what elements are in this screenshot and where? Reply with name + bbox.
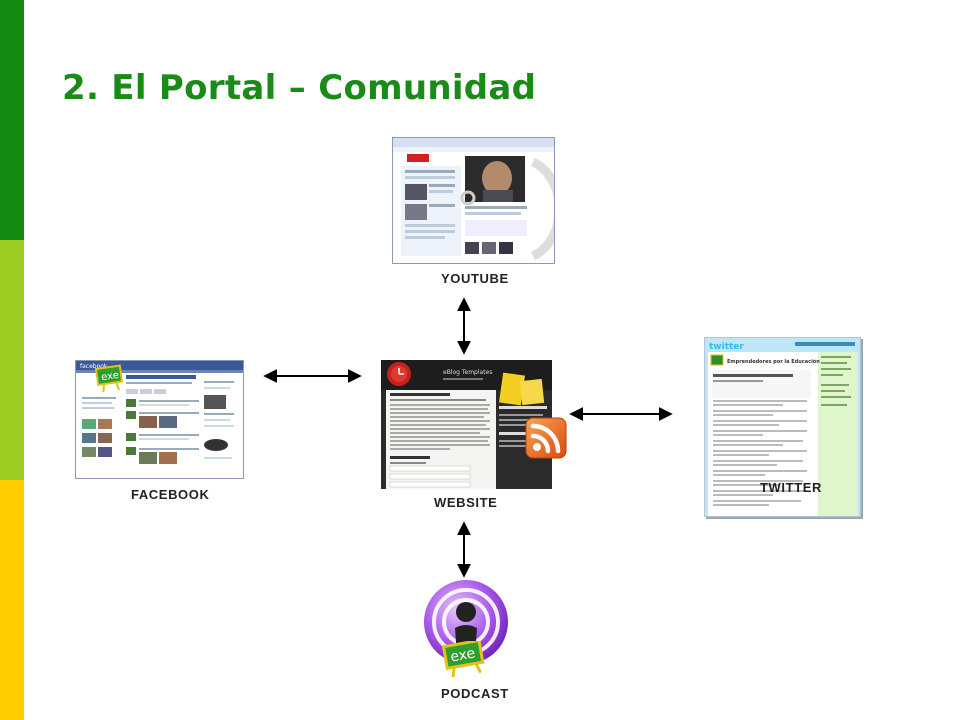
facebook-header-text: facebook [80,363,108,370]
facebook-badge-text: exe [101,370,120,383]
facebook-screenshot: facebook exe [75,360,244,479]
website-label: WEBSITE [434,495,498,510]
accent-stripe-dark-green [0,0,24,240]
twitter-screenshot: twitter Emprendedores por la Educación [704,337,861,517]
facebook-label: FACEBOOK [131,487,210,502]
youtube-screenshot [392,137,555,264]
slide-title: 2. El Portal – Comunidad [62,68,537,108]
twitter-account-name: Emprendedores por la Educación [727,358,820,365]
twitter-logo-text: twitter [709,342,744,352]
website-screenshot: eBlog Templates [381,360,552,489]
website-header-text: eBlog Templates [443,369,492,376]
twitter-label: TWITTER [760,480,822,495]
podcast-badge-text: exe [449,645,476,665]
exe-badge-icon: exe [442,641,485,677]
youtube-label: YOUTUBE [441,271,509,286]
accent-stripe-light-green [0,240,24,480]
rss-icon [525,417,567,459]
podcast-label: PODCAST [441,686,509,701]
accent-stripe-yellow [0,480,24,720]
